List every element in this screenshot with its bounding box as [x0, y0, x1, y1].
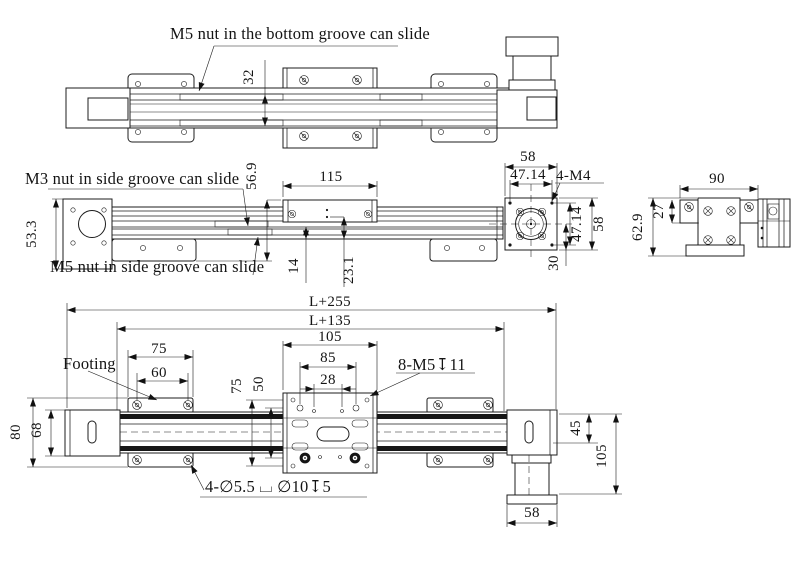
side-groove-strip — [227, 228, 273, 236]
right-footing — [429, 238, 498, 262]
label-tapped-holes: 8-M5↧11 — [398, 355, 466, 374]
footing-plate — [426, 451, 494, 468]
motor-top — [505, 36, 559, 57]
dim-motor-width: 58 — [520, 149, 536, 165]
note-m5-side-groove: M5 nut in side groove can slide — [50, 257, 264, 276]
dim-carriage-length: 115 — [319, 169, 342, 185]
note-m3-side-groove: M3 nut in side groove can slide — [25, 169, 239, 188]
carriage-lip — [685, 244, 745, 257]
motor-body — [514, 462, 550, 496]
dim-body-height: 53.3 — [24, 220, 40, 248]
bottom-view: L+255 L+135 75 60 Footing 105 85 28 8-M5… — [8, 294, 622, 527]
dim-plate-hole-pitch-50: 50 — [251, 376, 267, 392]
motor-flange — [506, 494, 558, 505]
motor-end-block-bottom — [506, 409, 558, 456]
carriage-wing-bottom — [282, 127, 378, 149]
idler-end-block — [62, 198, 113, 270]
top-view: 32 M5 nut in the bottom groove can slide — [65, 24, 559, 149]
dim-motor-hole-pitch-h: 47.14 — [510, 167, 546, 183]
dim-motor-hole-pitch-v: 47.14 — [569, 206, 585, 242]
dim-hole-pitch-85: 85 — [320, 350, 336, 366]
nut-groove-strip — [179, 119, 284, 127]
footing-plate — [426, 397, 494, 414]
carriage-plate-bottom — [282, 392, 378, 474]
footing-plate — [127, 451, 194, 468]
left-end-block-bottom — [64, 409, 121, 457]
front-view: 53.3 115 56.9 14 23.1 58 47.14 4-M4 47.1… — [24, 149, 607, 287]
dim-carriage-height: 27 — [651, 203, 667, 219]
label-motor-mount-holes: 4-M4 — [556, 168, 591, 184]
dim-center-height-30: 30 — [546, 255, 562, 271]
carriage-side — [282, 199, 378, 223]
dim-plate-hole-pitch-75: 75 — [229, 378, 245, 394]
carriage-wing-top — [282, 67, 378, 89]
left-end-block — [65, 87, 131, 129]
dim-rail-length: L+135 — [309, 313, 351, 329]
dim-block-width: 68 — [29, 422, 45, 438]
dim-motor-width-58: 58 — [524, 505, 540, 521]
dim-base-width: 80 — [8, 424, 24, 440]
label-counterbore-holes: 4-∅5.5 ⌴ ∅10↧5 — [205, 477, 331, 496]
center-slot — [316, 426, 350, 442]
dim-section-overall-height: 62.9 — [630, 213, 646, 241]
dim-plate-length: 105 — [318, 329, 342, 345]
motor-neck — [511, 454, 552, 464]
dim-groove-pitch-32: 32 — [241, 69, 257, 85]
label-footing: Footing — [63, 354, 116, 373]
dim-overall-height: 56.9 — [244, 162, 260, 190]
dim-hole-pitch-28: 28 — [320, 372, 336, 388]
dim-block-height-45: 45 — [568, 420, 584, 436]
nut-groove-strip — [179, 93, 284, 101]
dim-footing-length: 75 — [151, 341, 167, 357]
note-m5-bottom-groove: M5 nut in the bottom groove can slide — [170, 24, 430, 43]
dim-motor-height: 58 — [591, 216, 607, 232]
dim-groove-height-23-1: 23.1 — [341, 256, 357, 284]
dim-footing-hole-pitch: 60 — [151, 365, 167, 381]
dim-carriage-width: 90 — [709, 171, 725, 187]
dim-motor-height-105: 105 — [594, 444, 610, 468]
section-view: 90 62.9 27 — [630, 171, 791, 257]
dim-overall-length: L+255 — [309, 294, 351, 310]
dim-groove-height-14: 14 — [286, 258, 302, 274]
